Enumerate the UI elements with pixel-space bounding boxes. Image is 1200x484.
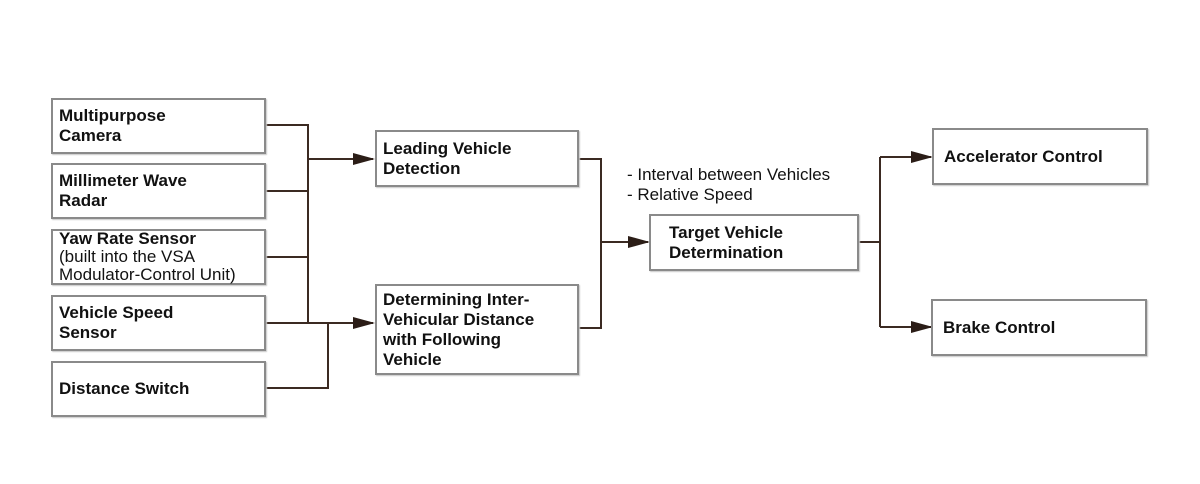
leading-to-target-line [578, 158, 602, 329]
box-label-line: Determination [669, 242, 784, 262]
box-note-line: Modulator-Control Unit) [59, 265, 236, 284]
target-vehicle-determination-box: Target Vehicle Determination [649, 214, 859, 271]
box-note-line: (built into the VSA [59, 247, 196, 266]
accelerator-control-box: Accelerator Control [932, 128, 1148, 185]
box-label-line: Brake Control [943, 317, 1056, 337]
target-input-notes: - Interval between Vehicles - Relative S… [627, 165, 830, 205]
box-label-line: Radar [59, 191, 108, 210]
box-label-line: Accelerator Control [944, 146, 1103, 166]
box-label-line: Sensor [59, 323, 117, 342]
millimeter-wave-radar-box: Millimeter Wave Radar [51, 163, 266, 219]
box-label-line: Yaw Rate Sensor [59, 229, 197, 248]
inter-vehicular-distance-box: Determining Inter- Vehicular Distance wi… [375, 284, 579, 375]
interval-note: - Interval between Vehicles [627, 165, 831, 184]
box-label-line: Vehicle Speed [59, 303, 174, 322]
vehicle-speed-sensor-box: Vehicle Speed Sensor [51, 295, 266, 351]
multipurpose-camera-box: Multipurpose Camera [51, 98, 266, 154]
brake-control-box: Brake Control [931, 299, 1147, 356]
box-label-line: Multipurpose [59, 106, 166, 125]
switch-link-line [265, 323, 329, 389]
box-label-line: Leading Vehicle [383, 138, 512, 158]
leading-vehicle-detection-box: Leading Vehicle Detection [375, 130, 579, 187]
box-label-line: Determining Inter- [383, 289, 530, 309]
box-label-line: Vehicle [383, 349, 442, 369]
distance-switch-box: Distance Switch [51, 361, 266, 417]
yaw-rate-sensor-box: Yaw Rate Sensor (built into the VSA Modu… [51, 229, 266, 285]
box-label-line: Vehicular Distance [383, 309, 535, 329]
relative-speed-note: - Relative Speed [627, 185, 753, 204]
box-label-line: Detection [383, 158, 461, 178]
box-label-line: with Following [383, 329, 502, 349]
box-label-line: Camera [59, 126, 122, 145]
box-label-line: Distance Switch [59, 379, 190, 398]
box-label-line: Millimeter Wave [59, 171, 187, 190]
box-label-line: Target Vehicle [669, 222, 784, 242]
input-bus-line [265, 124, 309, 323]
